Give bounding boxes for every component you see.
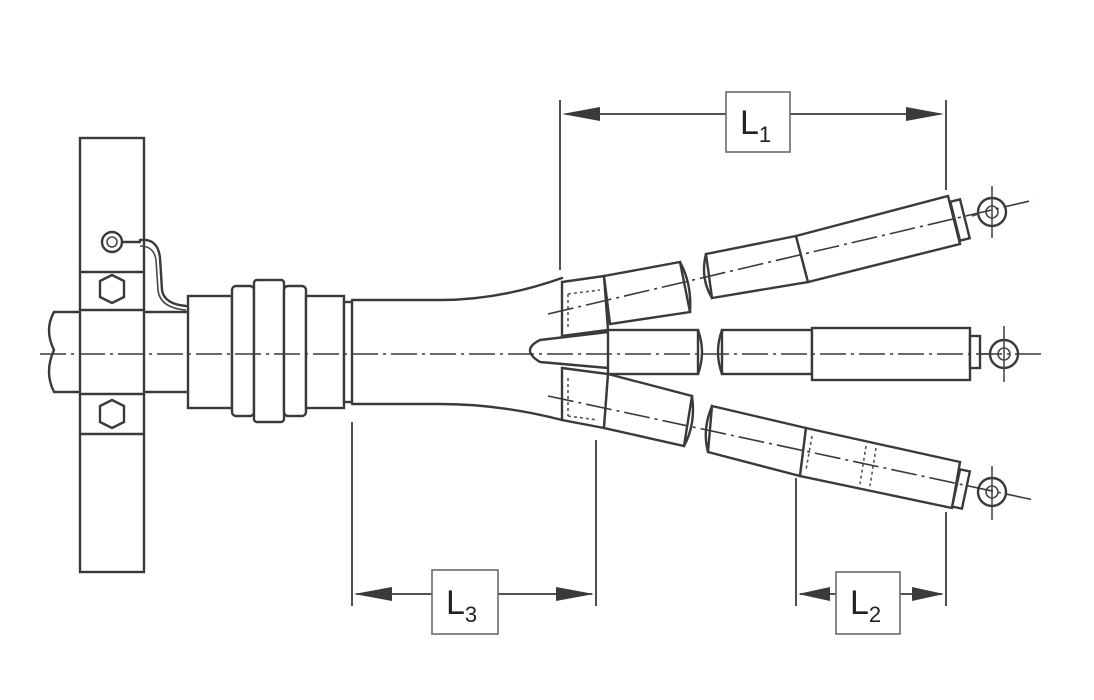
- dimension-subscript-l1: 1: [759, 122, 771, 147]
- dimension-subscript-l3: 3: [465, 602, 477, 627]
- arrow-head: [906, 107, 944, 121]
- dimension-label-l3: L: [446, 584, 465, 622]
- svg-text:L3: L3: [446, 584, 477, 627]
- mounting-nut-bottom: [98, 398, 126, 430]
- arrow-head: [562, 107, 600, 121]
- dimension-label-l2: L: [850, 584, 869, 622]
- mounting-plate: [78, 136, 146, 574]
- incoming-cable: [47, 310, 190, 394]
- svg-text:L1: L1: [740, 104, 771, 147]
- earth-lug: [100, 230, 142, 254]
- arrow-head: [798, 587, 830, 601]
- svg-text:L2: L2: [850, 584, 881, 627]
- breakout-sleeve: [350, 276, 610, 422]
- upper-core: [560, 186, 1008, 338]
- mounting-nut-top: [98, 273, 126, 305]
- earth-wire: [138, 238, 188, 308]
- dimension-subscript-l2: 2: [869, 602, 881, 627]
- dimension-l2: L2: [795, 478, 947, 635]
- dimension-l3: L3: [351, 422, 597, 635]
- arrow-head: [912, 587, 944, 601]
- dimension-l1: L1: [559, 91, 947, 270]
- centre-lines: [40, 199, 1046, 501]
- dimension-label-l1: L: [740, 104, 759, 142]
- arrow-head: [354, 587, 392, 601]
- arrow-head: [556, 587, 594, 601]
- gland-body: [186, 278, 354, 424]
- lower-core: [560, 366, 1008, 520]
